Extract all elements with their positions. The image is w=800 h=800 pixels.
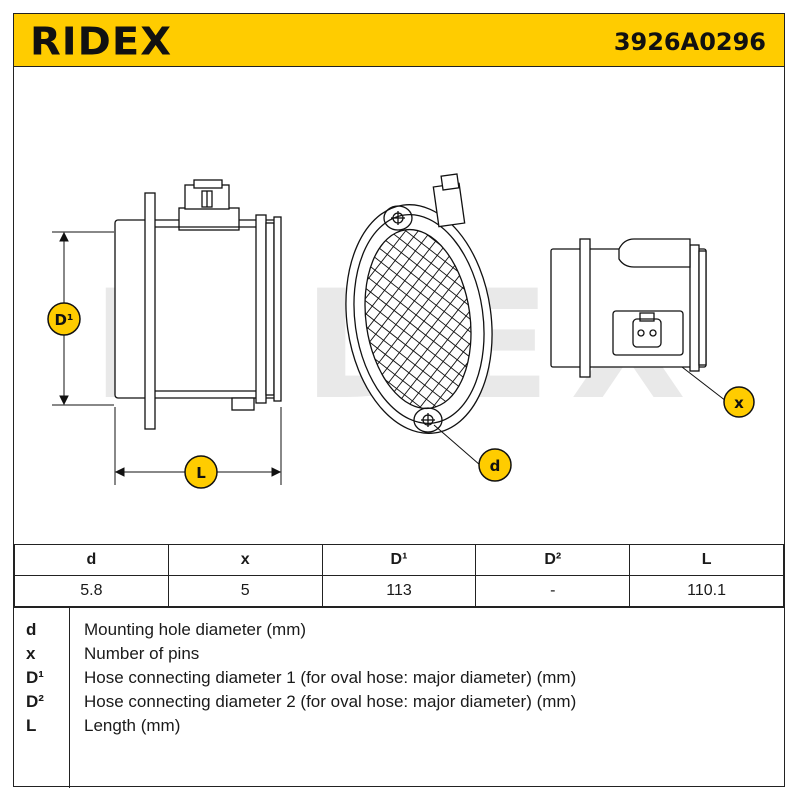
legend-key: D¹ <box>26 668 44 687</box>
dimensions-value-row: 5.8 5 113 - 110.1 <box>14 575 784 607</box>
connector-view <box>550 238 707 378</box>
dim-value-d: 5.8 <box>14 575 169 607</box>
technical-drawing: RIDEX <box>14 67 784 545</box>
d-label-badge <box>478 448 512 482</box>
legend-desc: Mounting hole diameter (mm) <box>84 620 307 639</box>
legend-item: d Mounting hole diameter (mm) <box>14 620 784 644</box>
d-leader-line <box>433 424 481 466</box>
d1-label-badge <box>47 302 81 336</box>
legend-desc: Number of pins <box>84 644 200 663</box>
dim-header-x: x <box>167 544 323 576</box>
legend-item: x Number of pins <box>14 644 784 668</box>
legend-item: D¹ Hose connecting diameter 1 (for oval … <box>14 668 784 692</box>
dim-value-l: 110.1 <box>629 575 784 607</box>
legend-key: d <box>26 620 37 639</box>
l-label: L <box>196 464 206 482</box>
legend-desc: Hose connecting diameter 1 (for oval hos… <box>84 668 577 687</box>
dim-header-d1: D¹ <box>321 544 477 576</box>
legend-item: L Length (mm) <box>14 716 784 740</box>
d1-label: D¹ <box>54 311 73 329</box>
d-label: d <box>490 457 501 475</box>
l-label-badge <box>184 455 218 489</box>
drawing-svg: RIDEX <box>47 173 755 489</box>
dim-value-d2: - <box>475 575 631 607</box>
d1-dimension-line <box>52 231 114 406</box>
dim-header-d: d <box>14 544 169 576</box>
legend-key: L <box>26 716 37 735</box>
dim-header-l: L <box>629 544 784 576</box>
dimensions-header-row: d x D¹ D² L <box>14 544 784 576</box>
dimensions-table: d x D¹ D² L 5.8 5 113 - 110.1 <box>14 544 784 607</box>
datasheet-frame: RIDEX 3926A0296 RIDEX <box>13 13 785 788</box>
legend-divider <box>69 608 70 788</box>
dim-value-d1: 113 <box>321 575 477 607</box>
brand-logo: RIDEX <box>30 20 173 64</box>
side-view <box>114 179 282 430</box>
legend-desc: Length (mm) <box>84 716 181 735</box>
legend-desc: Hose connecting diameter 2 (for oval hos… <box>84 692 577 711</box>
dim-header-d2: D² <box>475 544 631 576</box>
header-bar: RIDEX 3926A0296 <box>14 14 784 67</box>
dim-value-x: 5 <box>167 575 323 607</box>
x-label: x <box>734 394 744 412</box>
legend-item: D² Hose connecting diameter 2 (for oval … <box>14 692 784 716</box>
legend-key: D² <box>26 692 44 711</box>
legend-key: x <box>26 644 36 663</box>
x-leader-line <box>681 366 727 402</box>
legend: d Mounting hole diameter (mm) x Number o… <box>14 607 784 788</box>
front-view <box>345 173 493 434</box>
part-number: 3926A0296 <box>613 28 766 56</box>
x-label-badge <box>723 386 755 418</box>
